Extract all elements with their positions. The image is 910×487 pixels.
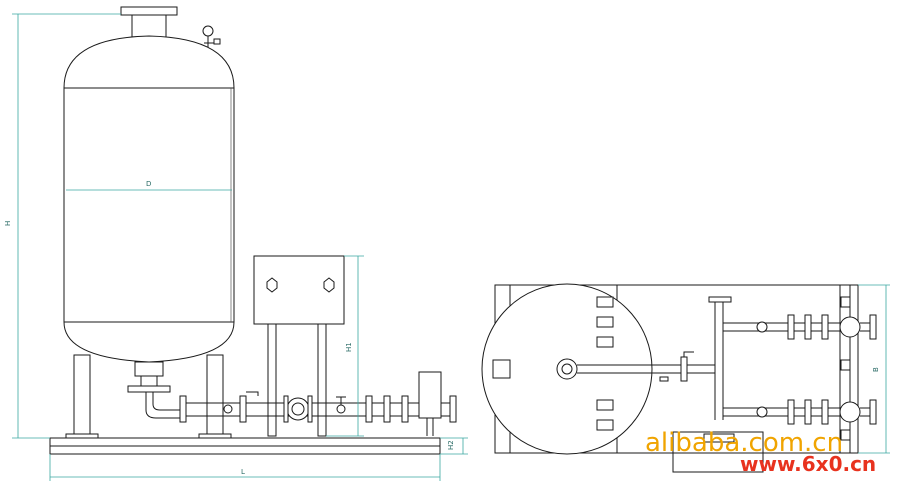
width-b-label: B xyxy=(872,367,880,372)
top-flange xyxy=(120,6,178,38)
length-label: L xyxy=(241,468,245,476)
bottom-outlet xyxy=(127,361,180,419)
front-piping xyxy=(179,371,457,436)
pressure-vessel xyxy=(63,35,235,363)
length-dimension: L xyxy=(49,454,441,481)
h2-dimension: H2 xyxy=(440,437,468,455)
watermark-alibaba: alibaba.com.cn xyxy=(645,428,844,458)
width-dimension: B xyxy=(858,284,890,454)
diameter-label: D xyxy=(146,180,151,188)
plan-cabinet xyxy=(672,431,764,473)
plan-branch-lower xyxy=(723,399,877,425)
vessel-legs xyxy=(65,354,232,439)
h1-dimension: H1 xyxy=(326,255,364,437)
plan-rails xyxy=(596,296,851,441)
diameter-dimension: D xyxy=(66,180,232,191)
watermark-6x0: www.6x0.cn xyxy=(740,452,877,476)
base-frame xyxy=(49,437,441,455)
pressure-gauge xyxy=(202,25,221,50)
plan-header-pipe xyxy=(659,296,732,420)
h1-label: H1 xyxy=(345,342,353,352)
h2-label: H2 xyxy=(447,440,455,450)
height-dimension: H xyxy=(4,13,121,439)
plan-branch-upper xyxy=(723,314,877,340)
control-cabinet xyxy=(253,255,345,437)
front-elevation: D xyxy=(4,6,468,481)
height-total-label: H xyxy=(4,221,12,226)
plan-view: B xyxy=(481,283,890,473)
